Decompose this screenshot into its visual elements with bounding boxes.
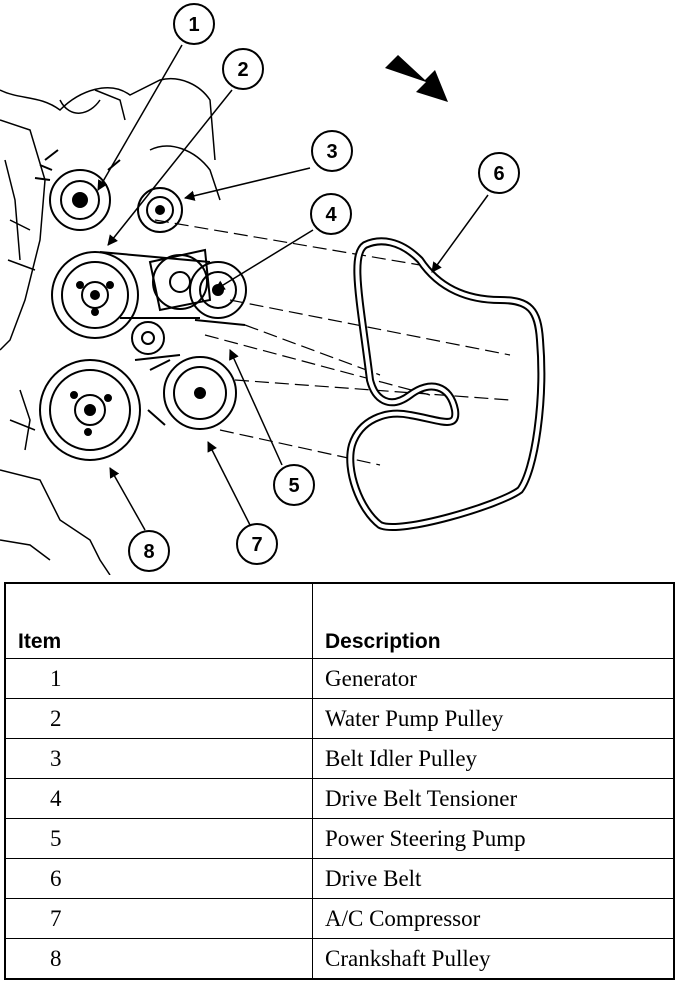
callout-5-label: 5 (288, 475, 299, 497)
ac-compressor (147, 356, 237, 430)
callout-7: 7 (236, 523, 278, 565)
item-column-header: Item (4, 582, 313, 659)
item-cell: 1 (4, 658, 313, 699)
table-row: 1 Generator (4, 658, 675, 699)
table-row: 5 Power Steering Pump (4, 818, 675, 859)
description-cell: A/C Compressor (312, 898, 675, 939)
callout-leaders (97, 44, 489, 531)
item-cell: 2 (4, 698, 313, 739)
table-row: 3 Belt Idler Pulley (4, 738, 675, 779)
callout-8: 8 (128, 530, 170, 572)
item-cell: 5 (4, 818, 313, 859)
item-cell: 7 (4, 898, 313, 939)
description-cell: Drive Belt (312, 858, 675, 899)
direction-arrow-icon (385, 55, 448, 102)
alignment-lines (154, 219, 511, 466)
callout-3: 3 (311, 130, 353, 172)
generator (34, 149, 121, 231)
description-cell: Belt Idler Pulley (312, 738, 675, 779)
callout-2: 2 (222, 48, 264, 90)
description-column-header: Description (312, 582, 675, 659)
description-cell: Water Pump Pulley (312, 698, 675, 739)
engine-block (0, 78, 221, 575)
engine-belt-diagram: 1 2 3 4 5 6 7 8 (0, 3, 546, 575)
drive-belt (346, 237, 546, 531)
description-cell: Power Steering Pump (312, 818, 675, 859)
table-header-row: Item Description (4, 582, 675, 659)
callout-4-label: 4 (325, 204, 337, 226)
callout-6: 6 (478, 152, 520, 194)
callout-7-label: 7 (251, 534, 262, 556)
callout-6-label: 6 (493, 163, 504, 185)
description-cell: Drive Belt Tensioner (312, 778, 675, 819)
power-steering-pump (189, 261, 247, 326)
item-cell: 6 (4, 858, 313, 899)
callout-2-label: 2 (237, 59, 248, 81)
callout-1-label: 1 (188, 14, 199, 36)
small-pulley (131, 321, 165, 355)
item-cell: 8 (4, 938, 313, 980)
callout-1: 1 (173, 3, 215, 45)
belt-idler-pulley (137, 187, 183, 233)
parts-table: Item Description 1 Generator 2 Water Pum… (4, 582, 675, 980)
table-row: 6 Drive Belt (4, 858, 675, 899)
callout-4: 4 (310, 193, 352, 235)
callout-5: 5 (273, 464, 315, 506)
water-pump-pulley (51, 251, 139, 339)
item-cell: 4 (4, 778, 313, 819)
crankshaft-pulley (39, 359, 141, 461)
callout-8-label: 8 (143, 541, 154, 563)
description-cell: Generator (312, 658, 675, 699)
belt-on-engine (99, 251, 211, 361)
drive-belt-tensioner (148, 248, 212, 312)
table-row: 4 Drive Belt Tensioner (4, 778, 675, 819)
item-cell: 3 (4, 738, 313, 779)
table-row: 8 Crankshaft Pulley (4, 938, 675, 980)
table-row: 2 Water Pump Pulley (4, 698, 675, 739)
description-cell: Crankshaft Pulley (312, 938, 675, 980)
table-row: 7 A/C Compressor (4, 898, 675, 939)
callout-3-label: 3 (326, 141, 337, 163)
